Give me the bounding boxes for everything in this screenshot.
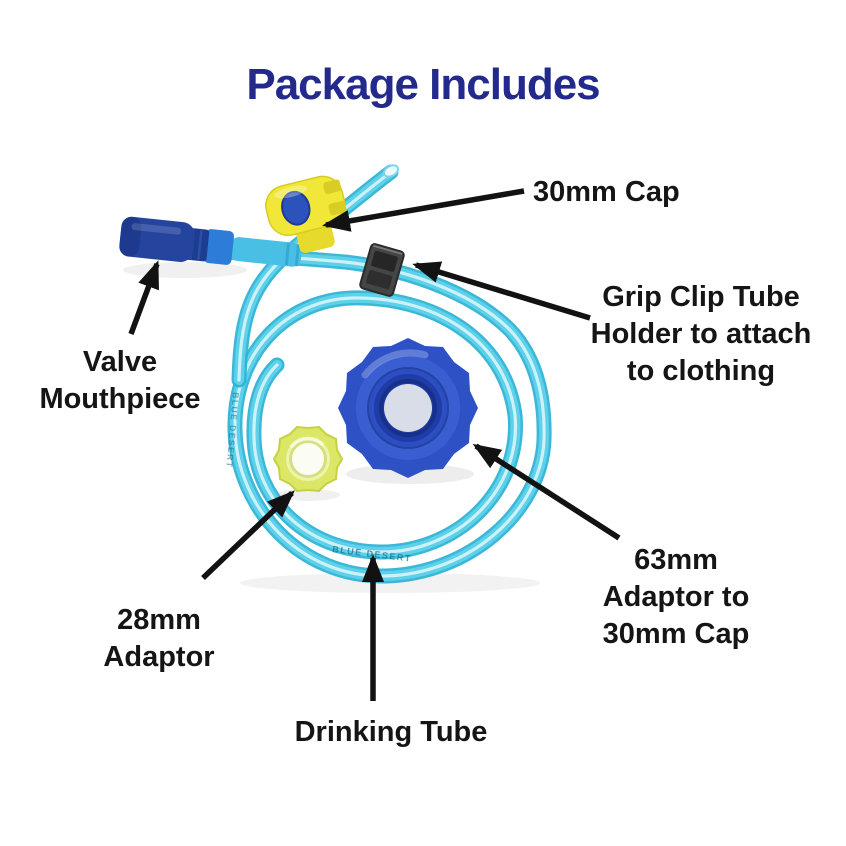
label-63mm-line3: 30mm Cap bbox=[602, 618, 750, 650]
label-valve-line2: Mouthpiece bbox=[39, 383, 201, 415]
arrow-30mm-cap bbox=[322, 188, 525, 232]
adaptor-28mm bbox=[272, 425, 344, 493]
arrow-63mm-adaptor bbox=[472, 443, 621, 541]
label-28mm-line1: 28mm bbox=[117, 604, 201, 636]
label-30mm-cap-text: 30mm Cap bbox=[533, 176, 680, 208]
arrow-28mm-adaptor bbox=[201, 490, 295, 580]
label-28mm-line2: Adaptor bbox=[103, 641, 215, 673]
arrow-valve-mouthpiece bbox=[128, 260, 160, 335]
page-title: Package Includes bbox=[246, 60, 600, 109]
label-valve-mouthpiece: Valve Mouthpiece bbox=[39, 344, 200, 418]
grip-clip-holder bbox=[359, 243, 405, 297]
callout-arrows bbox=[128, 188, 621, 701]
label-63mm-line1: 63mm bbox=[634, 544, 718, 576]
label-grip-clip-line1: Grip Clip Tube bbox=[602, 281, 800, 313]
label-grip-clip-line3: to clothing bbox=[626, 355, 776, 387]
label-30mm-cap: 30mm Cap bbox=[533, 174, 680, 211]
label-grip-clip: Grip Clip Tube Holder to attach to cloth… bbox=[591, 279, 812, 390]
label-63mm-adaptor: 63mm Adaptor to 30mm Cap bbox=[603, 542, 750, 653]
label-drinking-tube: Drinking Tube bbox=[295, 714, 488, 751]
adaptor-63mm bbox=[338, 338, 478, 478]
label-valve-line1: Valve bbox=[82, 346, 158, 378]
label-drinking-tube-text: Drinking Tube bbox=[294, 716, 488, 748]
valve-mouthpiece bbox=[119, 216, 302, 267]
label-28mm-adaptor: 28mm Adaptor bbox=[103, 602, 214, 676]
label-grip-clip-line2: Holder to attach bbox=[590, 318, 812, 350]
arrow-grip-clip bbox=[412, 261, 591, 321]
label-63mm-line2: Adaptor to bbox=[602, 581, 750, 613]
tube-open-end bbox=[382, 164, 400, 178]
